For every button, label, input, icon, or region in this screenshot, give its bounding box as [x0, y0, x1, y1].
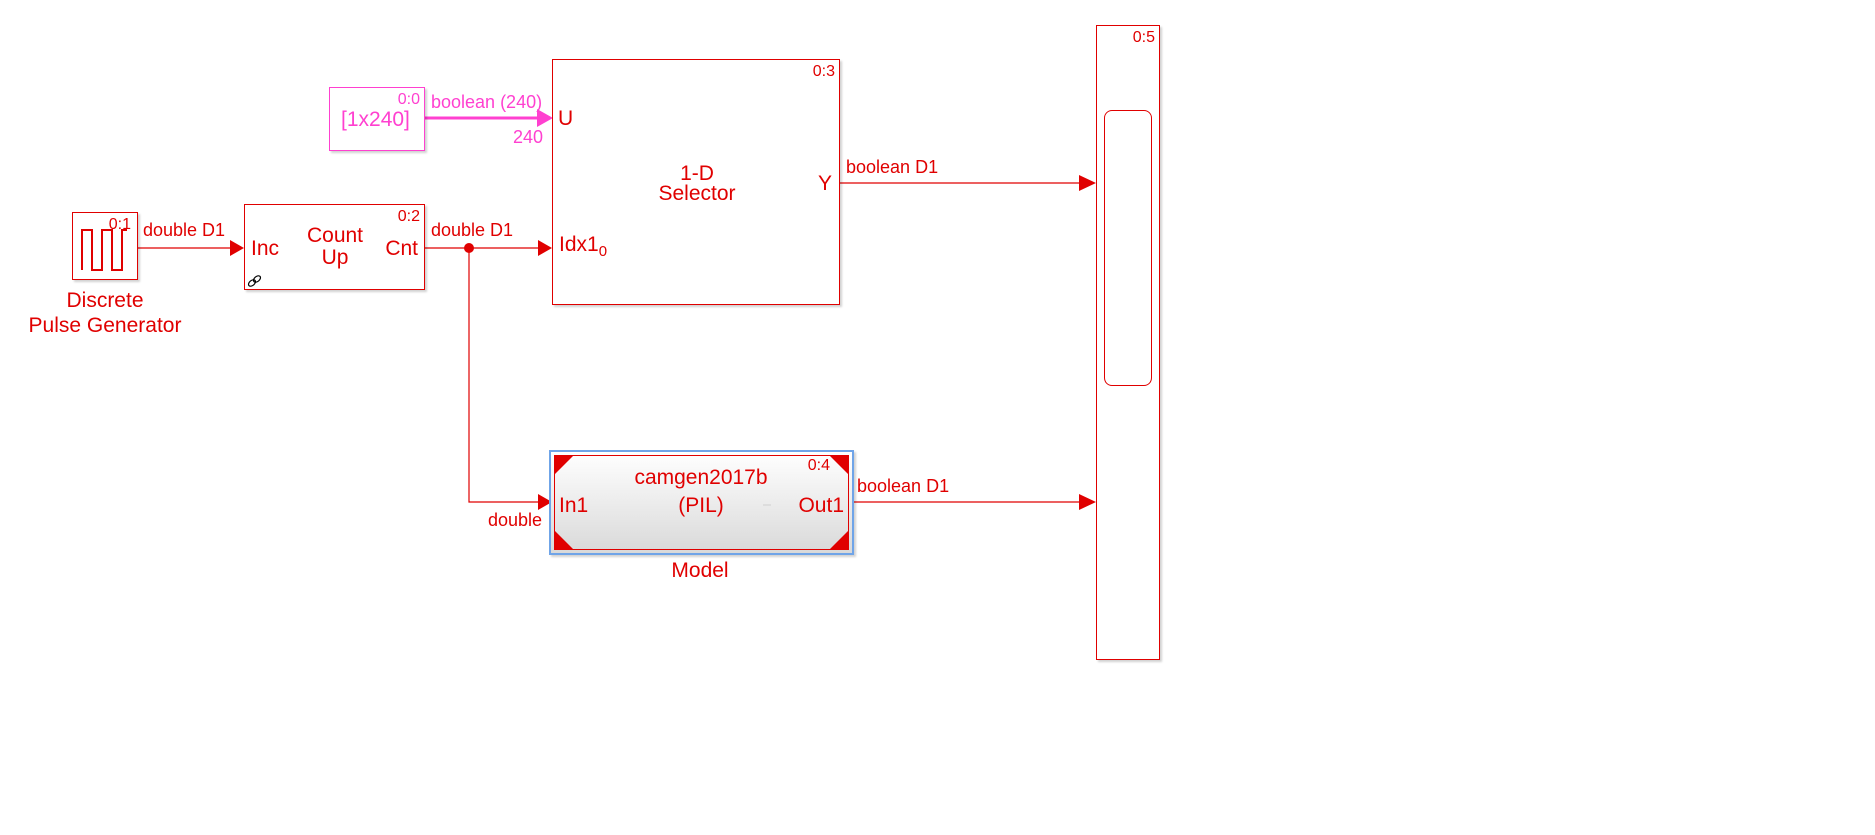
selector-port-u: U — [558, 107, 574, 130]
selector-title-line2: Selector — [658, 182, 736, 205]
scope-display-icon — [1104, 110, 1152, 386]
model-outport-label: Out1 — [798, 494, 844, 517]
selector-port-idx-sub: 0 — [598, 243, 608, 261]
selector-title: 1-D Selector — [637, 162, 757, 205]
signal-dim-const: 240 — [513, 127, 544, 147]
selector-port-y: Y — [817, 172, 832, 195]
counter-outport-label: Cnt — [385, 237, 418, 260]
constant-value: [1x240] — [341, 108, 410, 131]
constant-block[interactable]: 0:0 [1x240] — [329, 87, 425, 151]
pulse-generator-block[interactable]: 0:1 — [72, 212, 138, 280]
pulse-rate-label: 0:1 — [108, 216, 131, 233]
model-block-name[interactable]: Model — [671, 559, 729, 582]
selector-port-idx-text: Idx1 — [559, 233, 599, 256]
model-mode: (PIL) — [678, 494, 724, 517]
line-pulse-to-counter[interactable] — [138, 240, 244, 256]
signal-label-pulse-out[interactable]: double D1 — [143, 220, 226, 240]
pulse-name-line1: Discrete — [66, 289, 144, 312]
signal-label-counter-out[interactable]: double D1 — [431, 220, 514, 240]
counter-inport-label: Inc — [251, 237, 280, 260]
model-corner-marks — [554, 455, 849, 550]
model-ref-name: camgen2017b — [634, 466, 768, 489]
signal-label-model-out[interactable]: boolean D1 — [857, 476, 950, 496]
model-reference-block[interactable]: 0:4 camgen2017b (PIL) In1 Out1 — [549, 450, 854, 555]
counter-title-line1: Count — [306, 224, 364, 247]
pulse-waveform-icon — [81, 229, 127, 271]
line-model-to-scope[interactable] — [853, 494, 1096, 510]
signal-label-selector-out[interactable]: boolean D1 — [846, 157, 939, 177]
pulse-name-line2: Pulse Generator — [28, 314, 182, 337]
constant-rate-label: 0:0 — [397, 91, 420, 108]
line-selector-to-scope[interactable] — [840, 175, 1096, 191]
selector-port-idx: Idx10 — [559, 233, 607, 260]
counter-rate-label: 0:2 — [397, 208, 420, 225]
signal-label-const-out[interactable]: boolean (240) — [431, 92, 543, 112]
link-icon — [247, 275, 262, 287]
scope-block[interactable]: 0:5 — [1096, 25, 1160, 660]
counter-title: Count Up — [285, 225, 385, 269]
line-constant-to-selector[interactable] — [425, 109, 553, 127]
counter-block[interactable]: 0:2 Inc Count Up Cnt — [244, 204, 425, 290]
model-inner-border — [554, 455, 849, 550]
signal-label-model-in[interactable]: double — [488, 510, 543, 530]
selector-block[interactable]: 0:3 U 1-D Selector Y Idx10 — [552, 59, 840, 305]
line-counter-to-selector[interactable] — [425, 240, 552, 256]
counter-title-line2: Up — [321, 246, 349, 269]
pulse-generator-name[interactable]: Discrete Pulse Generator — [10, 288, 200, 338]
selector-rate-label: 0:3 — [812, 63, 835, 80]
line-branch-to-model[interactable] — [464, 243, 552, 510]
model-rate-label: 0:4 — [807, 457, 830, 474]
scope-rate-label: 0:5 — [1132, 29, 1155, 46]
selector-title-line1: 1-D — [680, 162, 714, 185]
model-inport-label: In1 — [559, 494, 589, 517]
